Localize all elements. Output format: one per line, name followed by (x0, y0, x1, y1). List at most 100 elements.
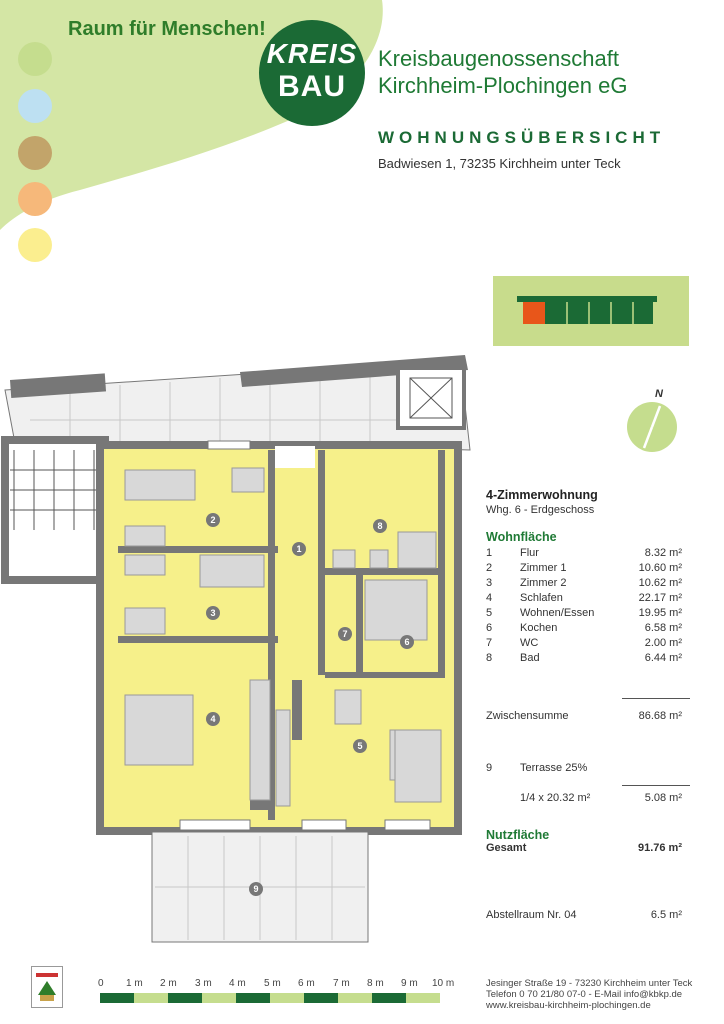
storage-name: Abstellraum Nr. 04 (486, 909, 577, 921)
total-value: 91.76 m² (637, 842, 682, 854)
scale-segment (406, 993, 440, 1003)
room-area: 6.58 m² (644, 622, 682, 634)
terrace-name: Terrasse 25% (520, 762, 588, 774)
plan-label-6: 6 (404, 637, 409, 647)
room-number: 5 (486, 607, 493, 619)
scale-segment (134, 993, 168, 1003)
total-rule (622, 785, 690, 786)
scale-label: 2 m (160, 978, 177, 989)
storage-row: Abstellraum Nr. 04 6.5 m² (486, 908, 690, 923)
key-plan-graphic (517, 296, 657, 324)
plan-label-1: 1 (296, 544, 301, 554)
room-number: 2 (486, 562, 493, 574)
apartment-subtitle: Whg. 6 - Erdgeschoss (486, 504, 595, 516)
logo-text-bottom: BAU (278, 70, 346, 103)
kreisbau-logo: KREIS BAU (259, 20, 365, 126)
room-name: Zimmer 2 (520, 577, 567, 589)
footer-contact: Jesinger Straße 19 - 73230 Kirchheim unt… (486, 978, 692, 1011)
subtotal-label: Zwischensumme (486, 710, 569, 722)
scale-segment (202, 993, 236, 1003)
plan-label-4: 4 (210, 714, 215, 724)
plan-label-5: 5 (357, 741, 362, 751)
color-dot-brown (18, 136, 52, 170)
room-name: Wohnen/Essen (520, 607, 595, 619)
scale-segment (100, 993, 134, 1003)
room-row: 7 WC 2.00 m² (486, 636, 690, 651)
scale-label: 7 m (333, 978, 350, 989)
terrace-number: 9 (486, 762, 493, 774)
room-number: 7 (486, 637, 493, 649)
logo-text-top: KREIS (266, 38, 358, 69)
room-row: 3 Zimmer 2 10.62 m² (486, 576, 690, 591)
scale-segment (304, 993, 338, 1003)
scale-segment (372, 993, 406, 1003)
certification-badge (31, 966, 63, 1008)
plan-label-9: 9 (253, 884, 258, 894)
subtotal-value: 86.68 m² (638, 710, 682, 722)
room-name: Kochen (520, 622, 558, 634)
wohnflaeche-heading: Wohnfläche (486, 530, 557, 544)
compass-needle (642, 405, 662, 449)
terrace-value: 5.08 m² (644, 792, 682, 804)
scale-label: 0 (98, 978, 104, 989)
badge-graphic (36, 973, 58, 1001)
compass-north-label: N (655, 388, 663, 400)
subtotal-rule (622, 698, 690, 699)
total-row: Gesamt 91.76 m² (486, 841, 690, 856)
subtotal-row: Zwischensumme 86.68 m² (486, 709, 690, 724)
room-number: 3 (486, 577, 493, 589)
plan-label-2: 2 (210, 515, 215, 525)
scale-segment (168, 993, 202, 1003)
page-title: WOHNUNGSÜBERSICHT (378, 128, 666, 147)
scale-segment (270, 993, 304, 1003)
room-name: Bad (520, 652, 540, 664)
company-name-line2: Kirchheim-Plochingen eG (378, 73, 628, 98)
apartment-info: 4-Zimmerwohnung Whg. 6 - Erdgeschoss Woh… (486, 488, 690, 666)
room-number: 4 (486, 592, 493, 604)
scale-label: 5 m (264, 978, 281, 989)
scale-label: 3 m (195, 978, 212, 989)
room-row: 6 Kochen 6.58 m² (486, 621, 690, 636)
plan-label-8: 8 (377, 521, 382, 531)
room-name: Flur (520, 547, 539, 559)
room-row: 1 Flur 8.32 m² (486, 546, 690, 561)
room-area: 2.00 m² (644, 637, 682, 649)
plan-label-7: 7 (342, 629, 347, 639)
scale-segment (236, 993, 270, 1003)
terrace-calc: 1/4 x 20.32 m² (520, 792, 591, 804)
room-row: 5 Wohnen/Essen 19.95 m² (486, 606, 690, 621)
scale-label: 8 m (367, 978, 384, 989)
scale-segment (338, 993, 372, 1003)
room-name: Schlafen (520, 592, 563, 604)
apartment-type: 4-Zimmerwohnung (486, 488, 598, 502)
compass (627, 402, 677, 452)
color-dot-green (18, 42, 52, 76)
footer-website-link[interactable]: www.kreisbau-kirchheim-plochingen.de (486, 1000, 651, 1011)
plan-label-3: 3 (210, 608, 215, 618)
scale-label: 4 m (229, 978, 246, 989)
terrace-row: 9 Terrasse 25% (486, 761, 690, 776)
scale-label: 6 m (298, 978, 315, 989)
room-name: WC (520, 637, 539, 649)
room-area: 22.17 m² (638, 592, 682, 604)
room-area: 10.62 m² (638, 577, 682, 589)
room-area: 6.44 m² (644, 652, 682, 664)
room-area: 8.32 m² (644, 547, 682, 559)
room-area: 19.95 m² (638, 607, 682, 619)
scale-label: 10 m (432, 978, 455, 989)
scale-label: 9 m (401, 978, 418, 989)
total-label: Gesamt (486, 842, 527, 854)
room-row: 4 Schlafen 22.17 m² (486, 591, 690, 606)
room-name: Zimmer 1 (520, 562, 567, 574)
color-dot-yellow (18, 228, 52, 262)
key-plan (493, 276, 689, 346)
slogan: Raum für Menschen! (68, 18, 266, 40)
floor-plan: 1 2 3 4 5 6 7 8 9 (1, 355, 471, 943)
color-dot-blue (18, 89, 52, 123)
storage-value: 6.5 m² (650, 909, 682, 921)
room-number: 1 (486, 547, 493, 559)
room-number: 6 (486, 622, 493, 634)
